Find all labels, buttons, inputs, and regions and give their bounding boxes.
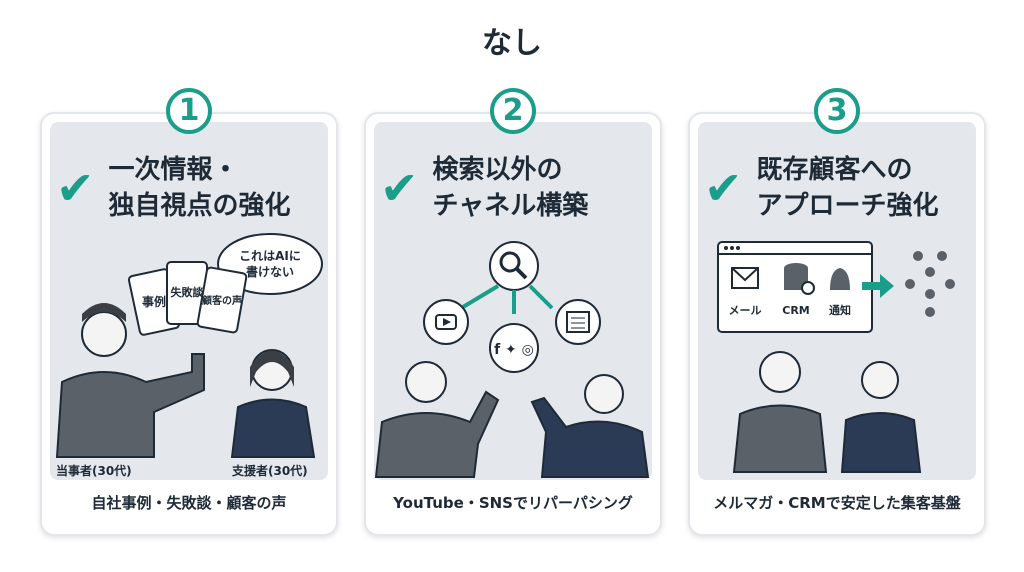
svg-text:f ✦ ◎: f ✦ ◎ bbox=[494, 342, 534, 358]
woman-suit bbox=[530, 396, 650, 478]
card-heading: ✔ 検索以外のチャネル構築 bbox=[380, 152, 652, 224]
customers-icon bbox=[905, 251, 955, 317]
topic-card-text: 事例 bbox=[142, 294, 166, 309]
person-label: 支援者(30代) bbox=[232, 464, 308, 478]
woman-head bbox=[861, 361, 899, 399]
step-number-3: 3 bbox=[814, 88, 860, 134]
arrow-icon bbox=[456, 284, 554, 314]
card-channels: ✔ 検索以外のチャネル構築 f ✦ ◎ YouTube・SNSでリパーパシング bbox=[364, 112, 662, 536]
svg-text:通知: 通知 bbox=[829, 303, 851, 317]
card-heading: ✔ 既存顧客へのアプローチ強化 bbox=[704, 152, 976, 224]
check-icon: ✔ bbox=[380, 161, 419, 215]
topic-card bbox=[196, 266, 248, 334]
illustration-tools: メール CRM 通知 bbox=[717, 241, 955, 473]
step-number-2: 2 bbox=[490, 88, 536, 134]
heading-line: 既存顧客への bbox=[756, 155, 913, 185]
card-existing-customers: ✔ 既存顧客へのアプローチ強化 メール CRM 通知 メルマガ・CRMで安定した… bbox=[688, 112, 986, 536]
card-primary-info: ✔ 一次情報・独自視点の強化 これはAIに 書けない 事例 失敗談 顧客の声 当… bbox=[40, 112, 338, 536]
woman-suit bbox=[840, 412, 922, 473]
card-heading: ✔ 一次情報・独自視点の強化 bbox=[56, 152, 328, 224]
illustration-channels: f ✦ ◎ bbox=[374, 241, 650, 478]
step-number-1: 1 bbox=[166, 88, 212, 134]
bubble-text: 書けない bbox=[246, 264, 294, 279]
woman-suit bbox=[230, 398, 316, 458]
topic-card-text: 顧客の声 bbox=[202, 294, 242, 307]
heading-line: 独自視点の強化 bbox=[108, 191, 291, 221]
illustration-people-cards: これはAIに 書けない 事例 失敗談 顧客の声 bbox=[55, 233, 323, 458]
heading-line: アプローチ強化 bbox=[756, 191, 939, 221]
svg-text:CRM: CRM bbox=[782, 304, 810, 317]
gear-icon bbox=[801, 281, 815, 295]
page-title: なし bbox=[482, 26, 542, 61]
check-icon: ✔ bbox=[56, 161, 95, 215]
man-suit bbox=[55, 353, 205, 458]
topic-card-text: 失敗談 bbox=[171, 285, 205, 299]
news-icon bbox=[555, 299, 601, 345]
heading-line: 一次情報・ bbox=[108, 155, 239, 185]
card-caption: YouTube・SNSでリパーパシング bbox=[393, 494, 633, 512]
heading-line: 検索以外の bbox=[432, 155, 563, 185]
check-icon: ✔ bbox=[704, 161, 743, 215]
person-label: 当事者(30代) bbox=[56, 464, 132, 478]
bubble-text: これはAIに bbox=[239, 249, 301, 263]
mail-icon bbox=[731, 267, 759, 289]
card-caption: 自社事例・失敗談・顧客の声 bbox=[91, 494, 287, 512]
man-head bbox=[81, 311, 127, 357]
sns-icon bbox=[489, 323, 539, 373]
man-suit bbox=[374, 390, 500, 478]
man-suit bbox=[732, 404, 828, 473]
man-head bbox=[405, 361, 447, 403]
arrow-icon bbox=[862, 274, 894, 298]
search-icon bbox=[489, 241, 539, 291]
heading-line: チャネル構築 bbox=[432, 191, 589, 221]
man-head bbox=[759, 351, 801, 393]
woman-head bbox=[584, 374, 624, 414]
svg-text:メール: メール bbox=[729, 304, 762, 317]
card-caption: メルマガ・CRMで安定した集客基盤 bbox=[713, 494, 961, 512]
bell-icon bbox=[830, 268, 850, 290]
